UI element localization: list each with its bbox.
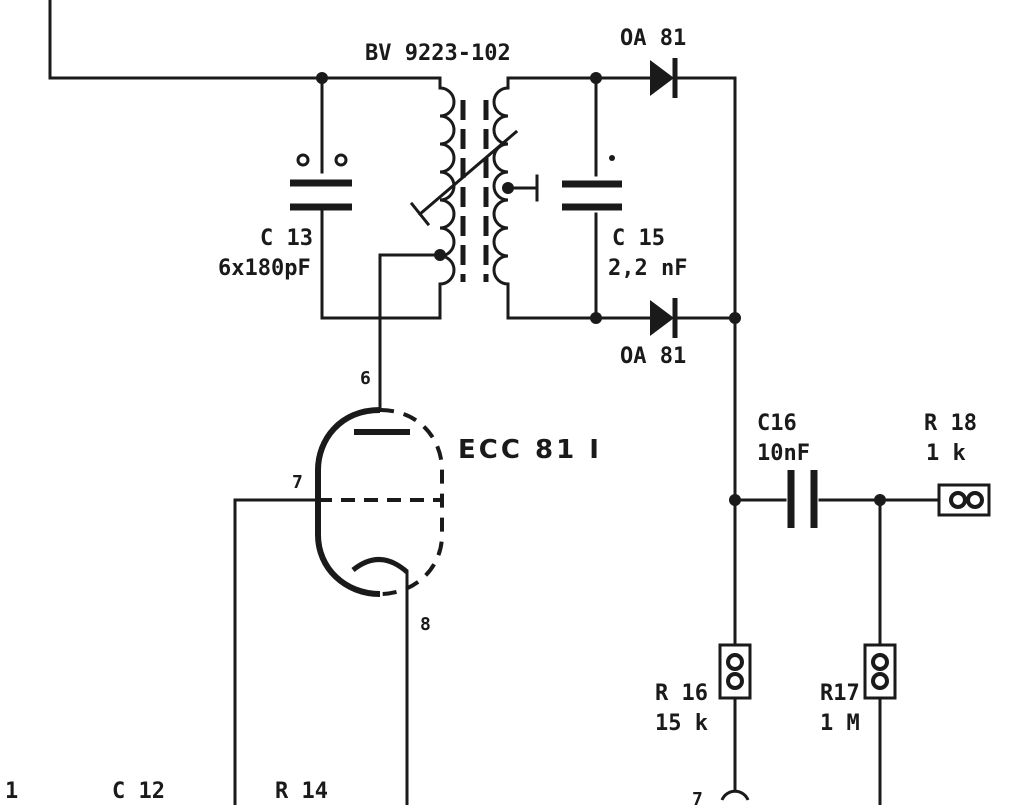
c13-name: C 13 xyxy=(260,226,313,251)
c16-capacitor xyxy=(787,470,818,528)
junction-dots xyxy=(316,72,886,506)
r17-name: R17 xyxy=(820,681,860,706)
r18-name: R 18 xyxy=(924,411,977,436)
c15-name: C 15 xyxy=(612,226,665,251)
transformer-symbol xyxy=(409,78,519,318)
diode-top-symbol xyxy=(650,58,678,98)
r16-name: R 16 xyxy=(655,681,708,706)
tube-pin-grid: 7 xyxy=(292,472,303,493)
diode-bottom-symbol xyxy=(650,298,678,338)
transformer-label: BV 9223-102 xyxy=(365,41,511,66)
c16-name: C16 xyxy=(757,411,797,436)
r18-resistor xyxy=(937,483,991,517)
bottom-pin-7: 7 xyxy=(692,789,703,805)
diode-bottom-label: OA 81 xyxy=(620,344,686,369)
vacuum-tube-symbol xyxy=(315,407,444,597)
r16-value: 15 k xyxy=(655,711,708,736)
bottom-terminal xyxy=(720,789,750,801)
c13-value: 6x180pF xyxy=(218,256,311,281)
r18-value: 1 k xyxy=(926,441,966,466)
c15-capacitor xyxy=(562,155,622,211)
r16-resistor xyxy=(718,643,752,700)
bottom-left-number: 1 xyxy=(5,779,18,804)
c16-value: 10nF xyxy=(757,441,810,466)
c15-value: 2,2 nF xyxy=(608,256,687,281)
tube-pin-anode: 6 xyxy=(360,368,371,389)
r14-name: R 14 xyxy=(275,779,328,804)
tube-pin-cathode: 8 xyxy=(420,614,431,635)
r17-resistor xyxy=(863,643,897,700)
diode-top-label: OA 81 xyxy=(620,26,686,51)
r17-value: 1 M xyxy=(820,711,860,736)
c12-name: C 12 xyxy=(112,779,165,804)
c13-capacitor xyxy=(290,153,352,211)
tube-label: ECC 81 I xyxy=(458,435,602,465)
